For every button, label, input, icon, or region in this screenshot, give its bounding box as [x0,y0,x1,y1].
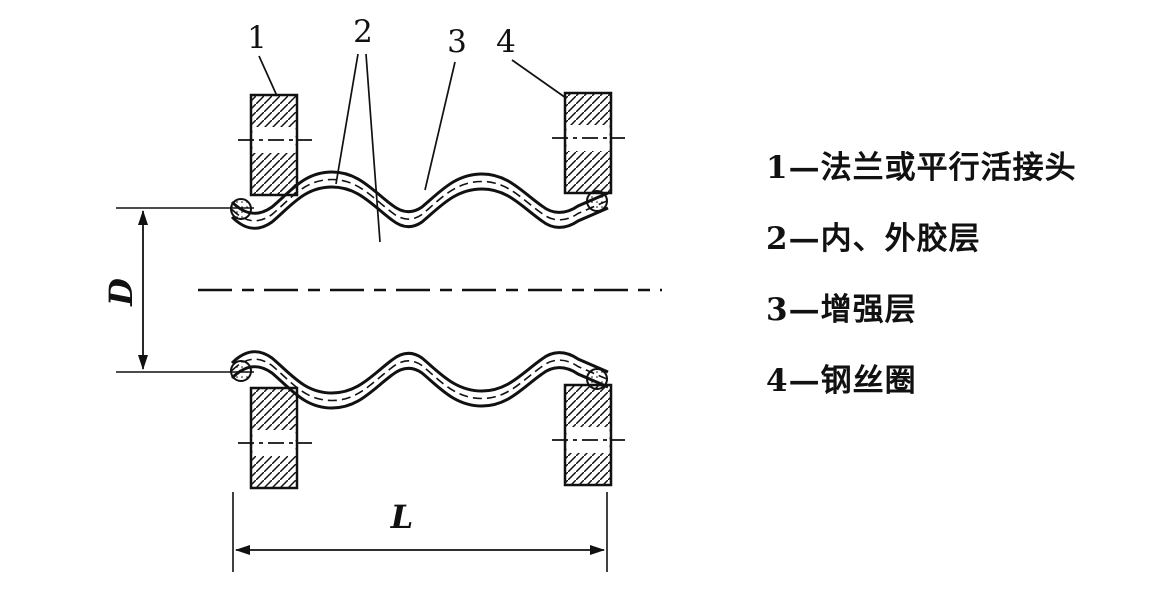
wire-ring-icon [586,190,608,212]
leader-line-1 [258,55,278,97]
flange-bottom-left [238,386,312,490]
legend-item-steel-wire-ring: 4—钢丝圈 [766,363,917,399]
legend-item-reinforcement-layer: 3—增强层 [766,292,917,328]
reinforcement-layer [231,178,609,222]
legend: 1—法兰或平行活接头 2—内、外胶层 3—增强层 4—钢丝圈 [766,146,1077,403]
wire-ring-icon [230,360,252,382]
legend-item-rubber-layers: 2—内、外胶层 [766,221,981,257]
dimension-l [232,492,608,572]
bellows-wall-top [230,170,609,230]
steel-wire-rings [230,190,608,390]
dimension-d-label: D [102,278,140,307]
flange-top-left [238,93,312,197]
leader-line-2a [335,53,359,185]
callout-4: 4 [496,24,516,60]
callout-3: 3 [447,24,467,60]
leader-lines [258,53,567,243]
callout-2: 2 [353,14,373,50]
bellows-outer-layer [230,170,609,215]
dimension-l-label: L [390,498,414,536]
flange-top-right [552,91,625,195]
leader-line-4 [511,59,567,99]
legend-item-flange: 1—法兰或平行活接头 [766,150,1077,186]
wire-ring-icon [230,198,252,220]
dimension-d [116,207,254,373]
flange-bottom-right [552,383,625,487]
callout-1: 1 [247,20,267,56]
leader-line-2b [365,53,381,243]
wire-ring-icon [586,368,608,390]
expansion-joint-diagram: D L 1 2 3 4 [102,14,662,572]
bellows-wall-bottom [230,350,609,410]
leader-line-3 [424,61,456,191]
bellows-inner-layer [230,185,609,230]
